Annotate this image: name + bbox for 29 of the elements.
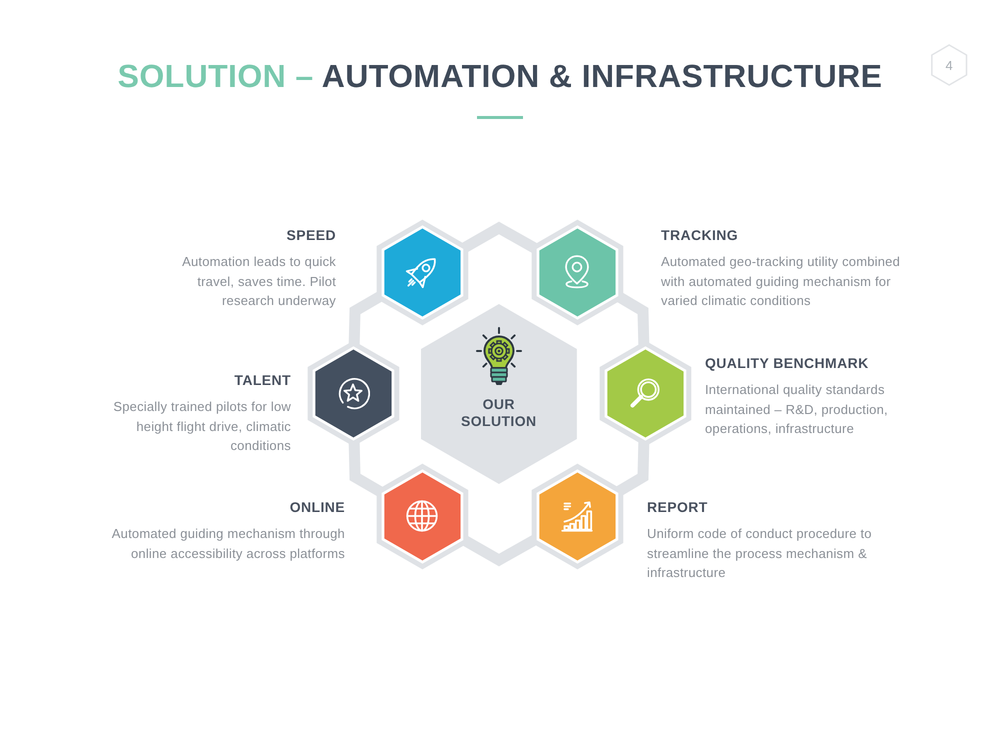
ring-connector xyxy=(462,535,538,566)
feature-description: International quality standards maintained – R&D, production, operations, infrastructure xyxy=(705,381,889,438)
feature-heading: SPEED xyxy=(286,226,336,244)
feature-description: Uniform code of conduct procedure to streamline the process mechanism & infrastructure xyxy=(647,525,873,582)
feature-description: Automated geo-tracking utility combined with automated guiding mechanism for varied climatic conditions xyxy=(661,253,902,310)
hexagon-tile xyxy=(532,464,622,568)
ring-connector xyxy=(616,292,650,345)
hexagon-tile xyxy=(600,340,690,446)
center-hexagon xyxy=(421,304,577,484)
feature-description: Specially trained pilots for low height flight drive, climatic conditions xyxy=(112,398,291,455)
feature-heading: TRACKING xyxy=(661,226,738,244)
hexagon-tile xyxy=(532,220,622,324)
feature-description: Automation leads to quick travel, saves time. Pilot research underway xyxy=(181,253,336,310)
feature-heading: QUALITY BENCHMARK xyxy=(705,354,869,372)
feature-heading: ONLINE xyxy=(290,498,345,516)
hexagon-tile xyxy=(308,340,398,446)
hexagon-tile xyxy=(376,464,468,568)
page-number-hexagon xyxy=(930,44,968,86)
page-number: 4 xyxy=(945,58,953,72)
hexagon-tile xyxy=(376,220,468,324)
ring-connector xyxy=(462,222,538,253)
feature-heading: TALENT xyxy=(234,371,291,389)
ring-connector xyxy=(348,292,383,345)
slide-title: SOLUTION – AUTOMATION & INFRASTRUCTURE xyxy=(118,57,882,96)
ring-connector xyxy=(616,441,650,496)
ring-connector xyxy=(348,441,383,496)
feature-description: Automated guiding mechanism through online accessibility across platforms xyxy=(110,525,345,563)
feature-heading: REPORT xyxy=(647,498,708,516)
center-label: OUR SOLUTION xyxy=(460,396,537,430)
